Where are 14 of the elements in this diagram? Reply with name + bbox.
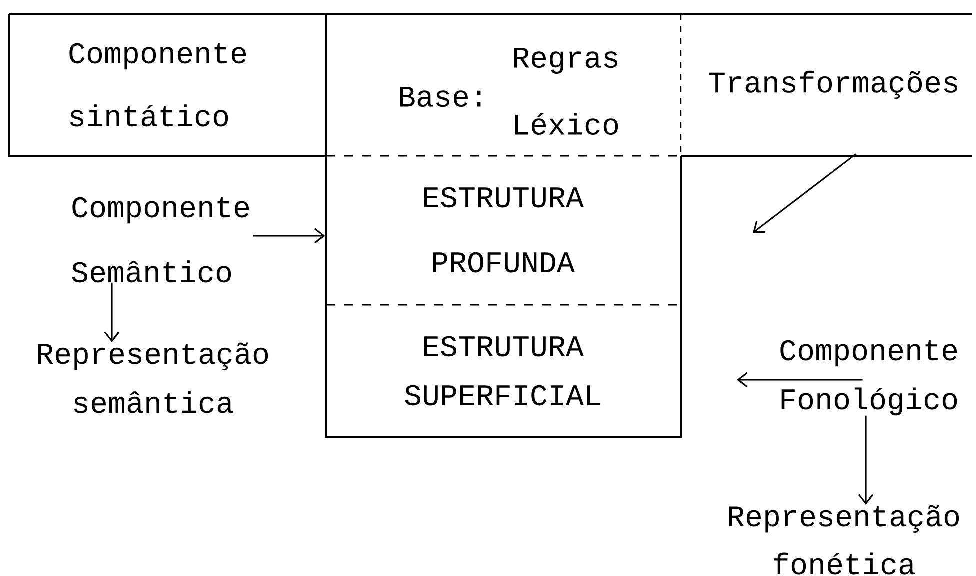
table-cell: ESTRUTURA PROFUNDA (325, 156, 682, 306)
arrow (858, 416, 874, 506)
arrow (737, 372, 863, 388)
table-cell: Transformações (681, 13, 972, 157)
arrow (753, 154, 856, 234)
arrow (253, 228, 326, 244)
label-text: Representação fonética (729, 505, 960, 575)
label-text: Componente Semântico (72, 197, 250, 283)
label-text: Componente Fonológico (780, 340, 958, 416)
label-text: Representação semântica (38, 342, 268, 414)
table-cell: ESTRUTURA SUPERFICIAL (325, 305, 682, 438)
table-cell: Componente sintático (8, 13, 327, 157)
table-cell: Base: Regras Léxico (326, 13, 682, 157)
arrow (104, 282, 120, 343)
